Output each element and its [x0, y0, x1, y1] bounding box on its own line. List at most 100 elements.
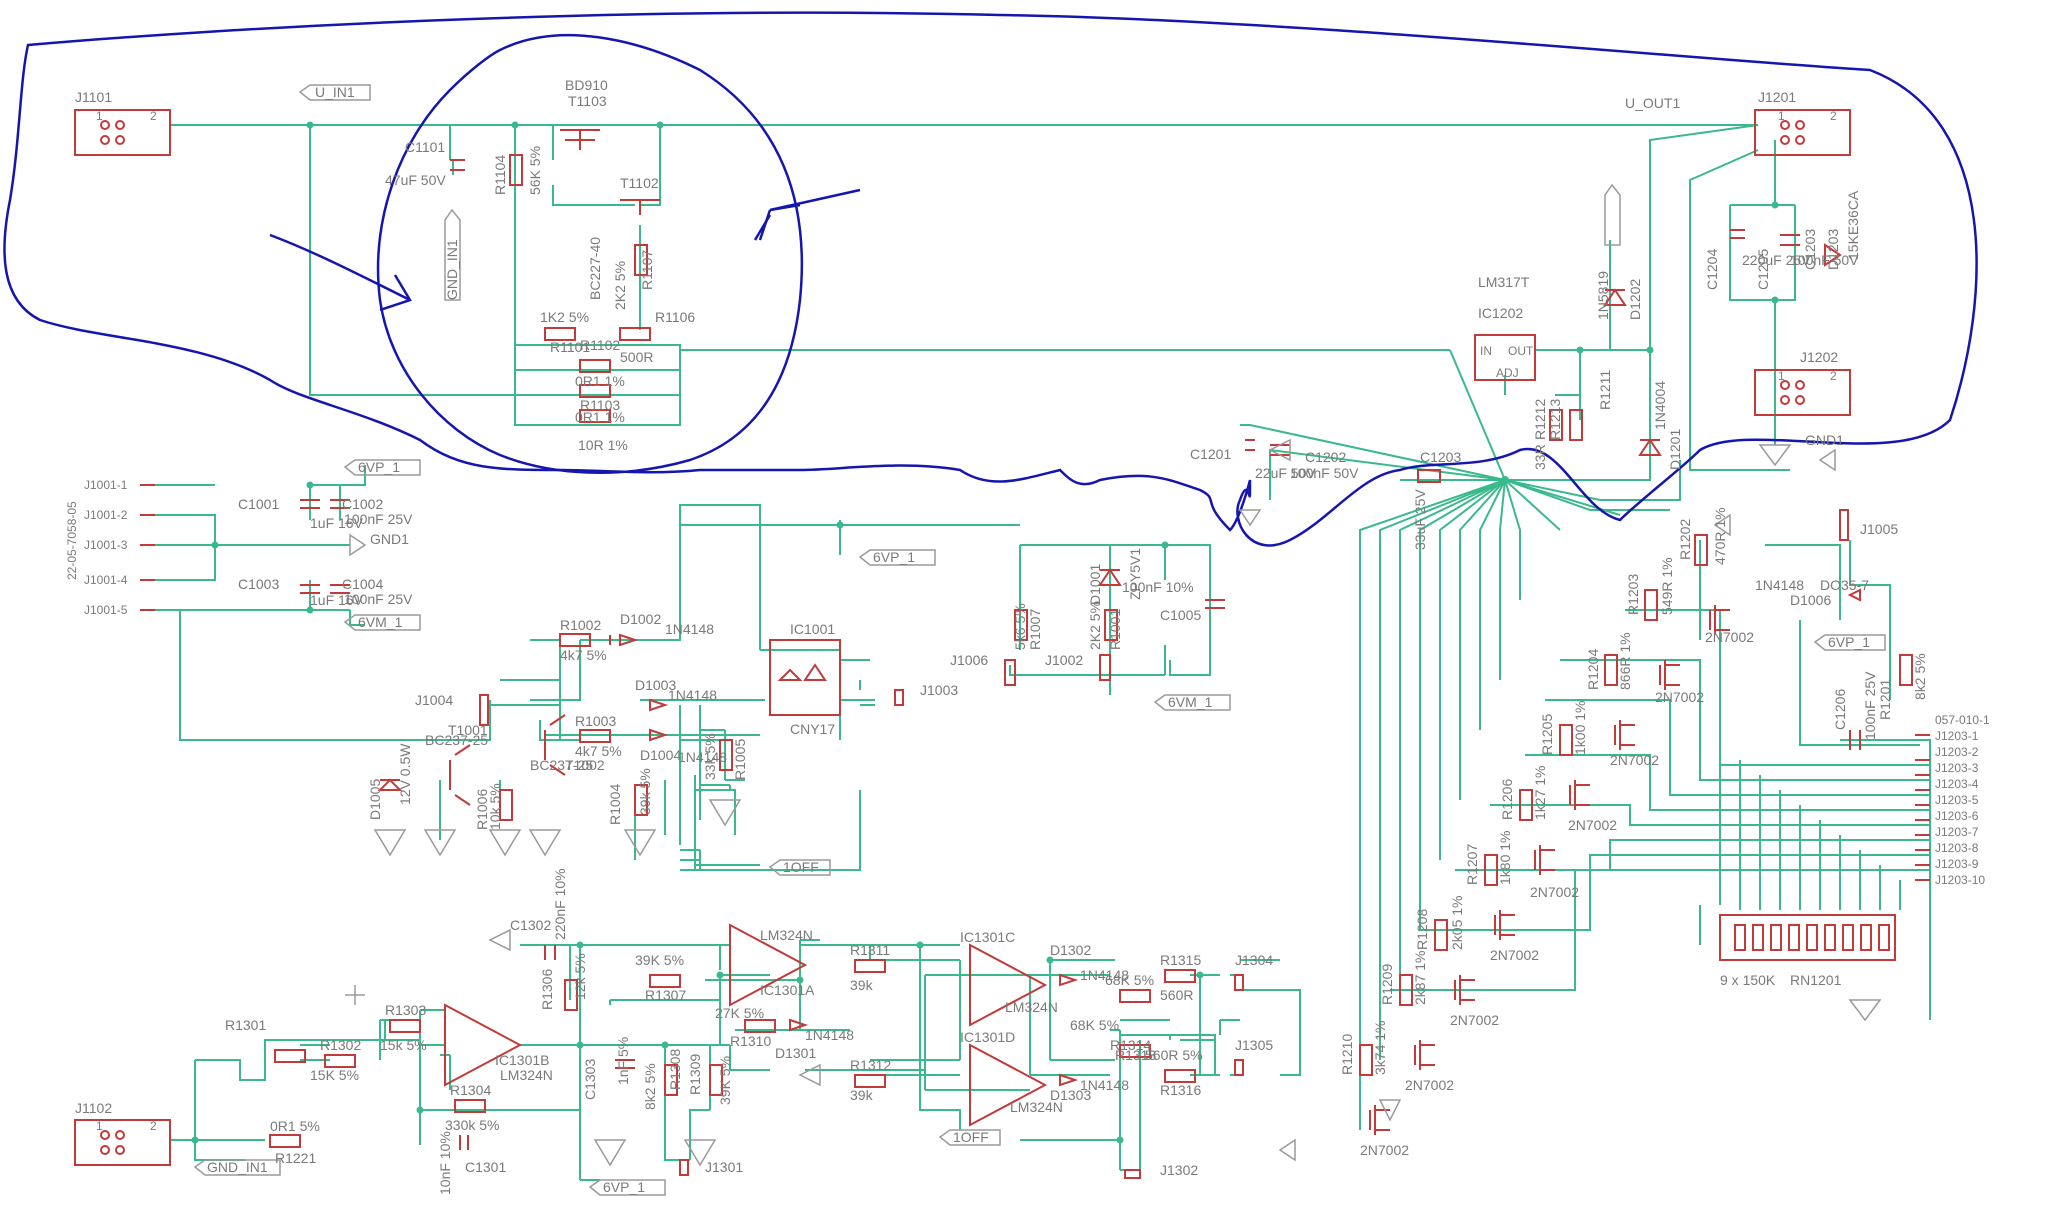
- svg-text:C1301: C1301: [465, 1159, 506, 1175]
- svg-text:OUT: OUT: [1508, 344, 1534, 358]
- svg-text:1N4148: 1N4148: [665, 621, 714, 637]
- svg-text:J1203-1: J1203-1: [1935, 729, 1979, 743]
- svg-text:D1005: D1005: [367, 779, 383, 820]
- svg-text:5k6 5%: 5k6 5%: [1012, 603, 1028, 650]
- svg-text:ZPY5V1: ZPY5V1: [1127, 548, 1143, 600]
- svg-text:D1303: D1303: [1050, 1087, 1091, 1103]
- svg-text:C1004: C1004: [342, 576, 383, 592]
- svg-text:1k00 1%: 1k00 1%: [1572, 701, 1588, 755]
- label-j1201: J1201: [1758, 89, 1796, 105]
- svg-text:J1001-2: J1001-2: [84, 508, 128, 522]
- svg-text:LM317T: LM317T: [1478, 274, 1530, 290]
- svg-text:1N4148: 1N4148: [1080, 1077, 1129, 1093]
- svg-text:10k 5%: 10k 5%: [487, 783, 503, 830]
- svg-text:R1201: R1201: [1877, 679, 1893, 720]
- rn1201-body: [1719, 914, 1896, 961]
- svg-text:2N7002: 2N7002: [1490, 947, 1539, 963]
- svg-text:0R1 1%: 0R1 1%: [575, 409, 625, 425]
- svg-text:IC1001: IC1001: [790, 621, 835, 637]
- svg-text:C1202: C1202: [1305, 449, 1346, 465]
- svg-text:1N5819: 1N5819: [1595, 271, 1611, 320]
- svg-text:T1103: T1103: [568, 93, 607, 109]
- svg-text:549R 1%: 549R 1%: [1659, 557, 1675, 615]
- svg-text:R1101: R1101: [550, 339, 590, 355]
- j1201-connector-body: [1754, 109, 1851, 156]
- svg-text:2: 2: [1830, 109, 1837, 123]
- svg-text:470R 1%: 470R 1%: [1712, 507, 1728, 565]
- svg-text:BC237-25: BC237-25: [425, 732, 488, 748]
- wires: [140, 124, 1931, 1181]
- svg-text:D1006: D1006: [1790, 592, 1831, 608]
- svg-text:R1203: R1203: [1625, 574, 1641, 615]
- svg-text:C1205: C1205: [1755, 249, 1771, 290]
- svg-text:R1005: R1005: [732, 739, 748, 780]
- svg-text:R1303: R1303: [385, 1002, 426, 1018]
- svg-text:560R 5%: 560R 5%: [1145, 1047, 1203, 1063]
- svg-text:T1002: T1002: [565, 757, 605, 773]
- svg-text:39K 5%: 39K 5%: [717, 1056, 733, 1105]
- svg-text:100nF 25V: 100nF 25V: [1862, 671, 1878, 740]
- svg-text:J1006: J1006: [950, 652, 988, 668]
- svg-text:100nF 50V: 100nF 50V: [1290, 465, 1359, 481]
- svg-text:C1204: C1204: [1704, 249, 1720, 290]
- svg-text:J1003: J1003: [920, 682, 958, 698]
- svg-text:3k74 1%: 3k74 1%: [1372, 1021, 1388, 1075]
- svg-text:T1102: T1102: [620, 175, 659, 191]
- svg-text:R1311: R1311: [850, 942, 890, 958]
- net-1off-b: 1OFF: [953, 1129, 989, 1145]
- ground-symbols: [349, 438, 1882, 1167]
- svg-text:R1209: R1209: [1379, 964, 1395, 1005]
- svg-text:R1213: R1213: [1547, 399, 1563, 440]
- svg-text:CNY17: CNY17: [790, 721, 835, 737]
- svg-text:10R 1%: 10R 1%: [578, 437, 628, 453]
- svg-text:LM324N: LM324N: [1010, 1099, 1063, 1115]
- svg-text:1N4148: 1N4148: [1080, 967, 1129, 983]
- net-6vm1-a: 6VM_1: [358, 614, 403, 630]
- svg-text:R1205: R1205: [1539, 714, 1555, 755]
- svg-text:1: 1: [1778, 109, 1785, 123]
- net-6vm1-b: 6VM_1: [1168, 694, 1213, 710]
- svg-text:1nF 5%: 1nF 5%: [615, 1037, 631, 1085]
- svg-text:33k 5%: 33k 5%: [702, 733, 718, 780]
- svg-text:2K2 5%: 2K2 5%: [612, 261, 628, 310]
- svg-text:R1104: R1104: [492, 155, 508, 195]
- svg-text:LM324N: LM324N: [760, 927, 813, 943]
- svg-text:R1304: R1304: [450, 1082, 491, 1098]
- svg-text:IC1301A: IC1301A: [760, 982, 815, 998]
- svg-text:ADJ: ADJ: [1496, 366, 1519, 380]
- svg-text:1N4148: 1N4148: [805, 1027, 854, 1043]
- svg-text:C1203: C1203: [1802, 229, 1818, 270]
- svg-text:J1004: J1004: [415, 692, 453, 708]
- svg-text:4k7 5%: 4k7 5%: [560, 647, 607, 663]
- svg-text:R1001: R1001: [1107, 609, 1123, 650]
- svg-text:R1307: R1307: [645, 987, 686, 1003]
- svg-text:R1315: R1315: [1160, 952, 1201, 968]
- svg-text:057-010-1: 057-010-1: [1935, 713, 1990, 727]
- svg-text:R1314: R1314: [1110, 1037, 1151, 1053]
- svg-text:J1301: J1301: [705, 1159, 743, 1175]
- ic1202-body: [1474, 334, 1536, 381]
- svg-text:C1002: C1002: [342, 496, 383, 512]
- svg-text:8k2 5%: 8k2 5%: [642, 1063, 658, 1110]
- svg-text:220nF 10%: 220nF 10%: [552, 868, 568, 940]
- svg-text:68K 5%: 68K 5%: [1105, 972, 1154, 988]
- ic1301d-body: [969, 1043, 1048, 1127]
- net-label-flags: [193, 84, 1886, 1196]
- svg-text:47uF 50V: 47uF 50V: [385, 172, 446, 188]
- svg-text:39k: 39k: [850, 977, 874, 993]
- svg-text:C1302: C1302: [510, 917, 551, 933]
- svg-text:J1203-3: J1203-3: [1935, 761, 1979, 775]
- svg-text:R1202: R1202: [1677, 519, 1693, 560]
- svg-text:33uF 25V: 33uF 25V: [1412, 489, 1428, 550]
- svg-text:R1312: R1312: [850, 1057, 891, 1073]
- svg-text:R1210: R1210: [1339, 1034, 1355, 1075]
- j1102-connector-body: [74, 1119, 171, 1166]
- svg-text:R1302: R1302: [320, 1037, 361, 1053]
- svg-text:R1004: R1004: [607, 784, 623, 825]
- svg-text:500R: 500R: [620, 349, 653, 365]
- svg-text:1k27 1%: 1k27 1%: [1532, 766, 1548, 820]
- svg-text:J1203-2: J1203-2: [1935, 745, 1979, 759]
- svg-text:D1302: D1302: [1050, 942, 1091, 958]
- svg-text:0R1 1%: 0R1 1%: [575, 373, 625, 389]
- svg-text:1k80 1%: 1k80 1%: [1497, 831, 1513, 885]
